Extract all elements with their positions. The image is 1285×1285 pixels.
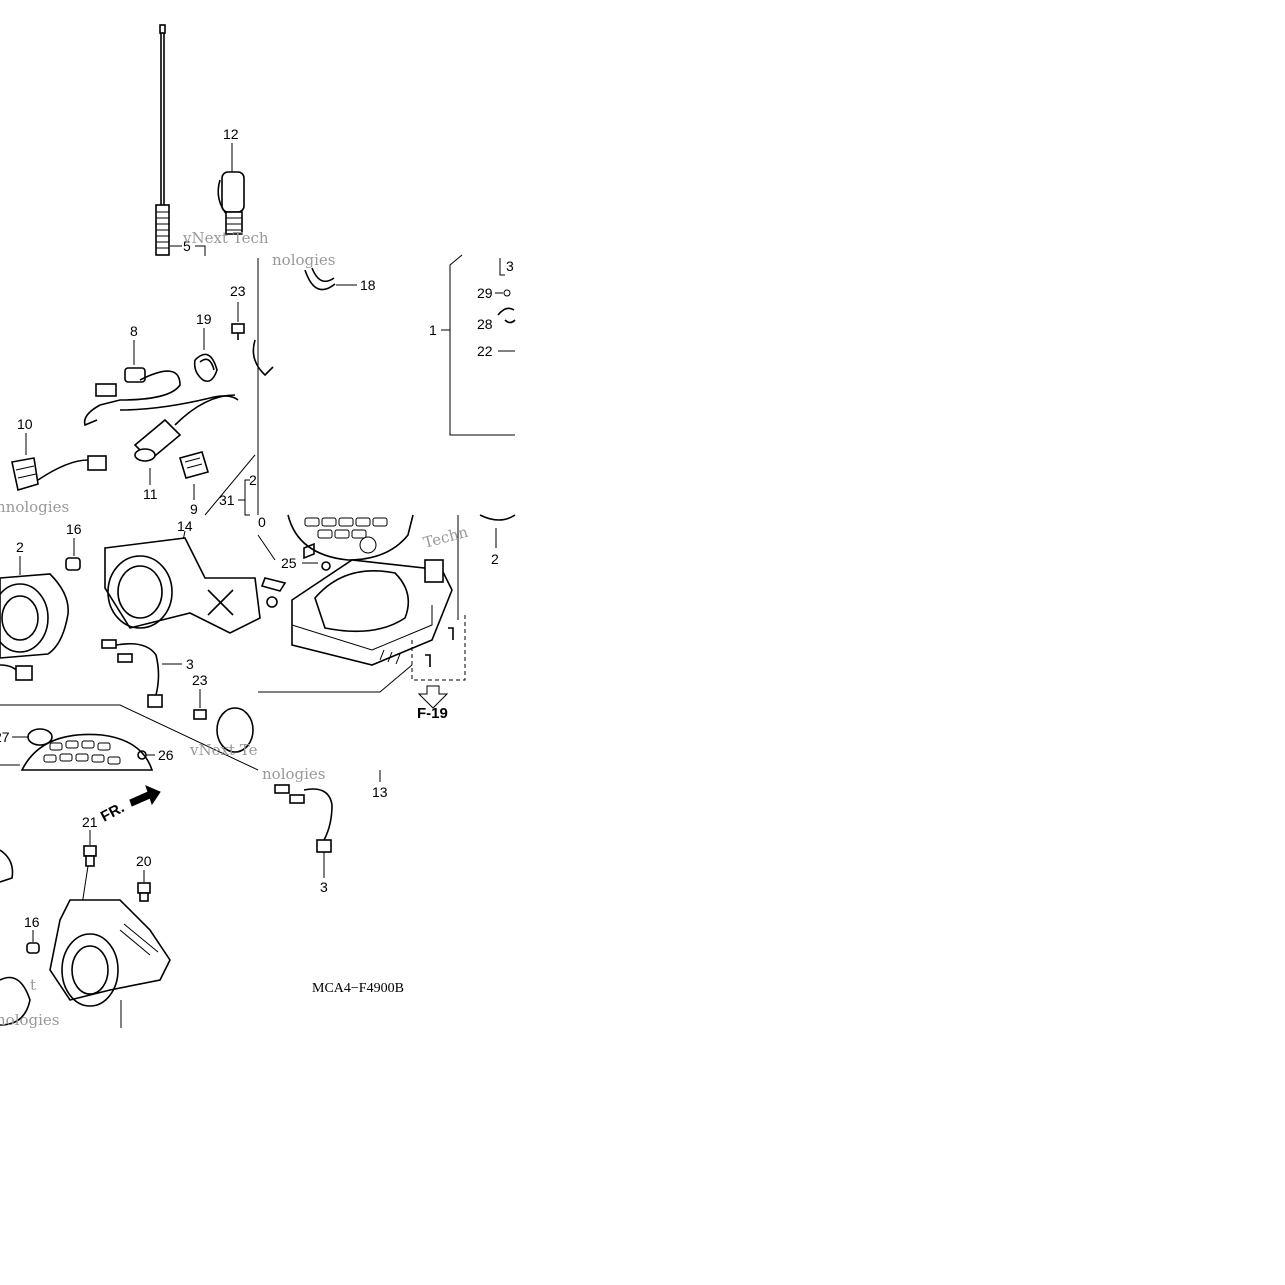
callout-27: 27 — [0, 729, 10, 745]
callout-26: 26 — [158, 747, 174, 763]
callout-11: 11 — [143, 486, 158, 502]
bolt-23-top-part — [231, 302, 274, 377]
callout-19: 19 — [196, 311, 212, 327]
switch-10-part — [11, 433, 107, 492]
bolt-23-lower-part — [193, 689, 254, 753]
diagram-code: MCA4−F4900B — [312, 981, 404, 996]
callout-2-right: 2 — [491, 551, 499, 567]
callout-13: 13 — [372, 784, 388, 800]
connector-9-part — [178, 451, 210, 500]
watermark: nologies — [262, 765, 326, 783]
speaker-housing-14-part — [104, 530, 261, 634]
speaker-housing-lower-part — [0, 849, 171, 1028]
speaker-2-right-part — [479, 514, 516, 548]
callout-5: 5 — [183, 238, 191, 254]
callout-1: 1 — [429, 322, 437, 338]
callout-16-upper: 16 — [66, 521, 82, 537]
f19-reference-label: F-19 — [417, 705, 448, 722]
callout-23-lower: 23 — [192, 672, 208, 688]
antenna-part — [155, 24, 206, 256]
callout-8: 8 — [130, 323, 138, 339]
antenna-base-part — [217, 143, 245, 235]
frame-border-lower — [0, 704, 259, 771]
callout-20: 20 — [136, 853, 152, 869]
f19-reference — [258, 615, 466, 709]
bolt-20-part — [137, 870, 151, 902]
screw-26-part — [137, 750, 155, 760]
callout-16-lower: 16 — [24, 914, 40, 930]
callout-12: 12 — [223, 126, 239, 142]
callout-22: 22 — [477, 343, 493, 359]
callout-18: 18 — [360, 277, 376, 293]
callout-10: 10 — [17, 416, 33, 432]
callout-25: 25 — [281, 555, 297, 571]
callout-2-upper: 2 — [249, 472, 257, 488]
watermark: t — [30, 976, 36, 994]
callout-20-partial: 0 — [258, 514, 266, 530]
plug-11-part — [133, 394, 236, 485]
control-panel-lower — [20, 733, 154, 771]
clamp-18-part — [304, 267, 357, 291]
watermark: Techn — [421, 523, 470, 552]
head-unit-part — [287, 514, 453, 666]
watermark: vNext Tech — [182, 229, 269, 247]
speaker-2-left-part — [0, 556, 69, 681]
callout-23: 23 — [230, 283, 246, 299]
harness-3-right-part — [274, 784, 333, 878]
callout-3-left: 3 — [186, 656, 194, 672]
harness-3-left-part — [101, 639, 182, 708]
clip-19-part — [193, 328, 218, 383]
callout-3-right: 3 — [320, 879, 328, 895]
callout-31: 31 — [219, 492, 235, 508]
watermark: nologies — [0, 1011, 60, 1029]
callout-29: 29 — [477, 285, 493, 301]
callout-21: 21 — [82, 814, 98, 830]
watermark: nologies — [272, 251, 336, 269]
nut-16-upper-part — [65, 538, 81, 571]
cap-27-part — [12, 728, 53, 746]
watermark: vNext Te — [189, 741, 258, 759]
bolt-21-part — [81, 830, 97, 906]
cable-8-part — [83, 340, 239, 427]
front-direction-arrow — [129, 785, 161, 807]
group-1-bracket — [441, 254, 516, 436]
front-direction-label: FR. — [98, 799, 127, 825]
callout-28: 28 — [477, 316, 493, 332]
callout-14: 14 — [177, 518, 193, 534]
watermark: hnologies — [0, 498, 69, 516]
callout-2-left: 2 — [16, 539, 24, 555]
callout-30-partial: 3 — [506, 258, 514, 274]
bracket-25-part — [257, 534, 331, 608]
callout-9: 9 — [190, 501, 198, 517]
nut-16-lower-part — [26, 930, 40, 954]
